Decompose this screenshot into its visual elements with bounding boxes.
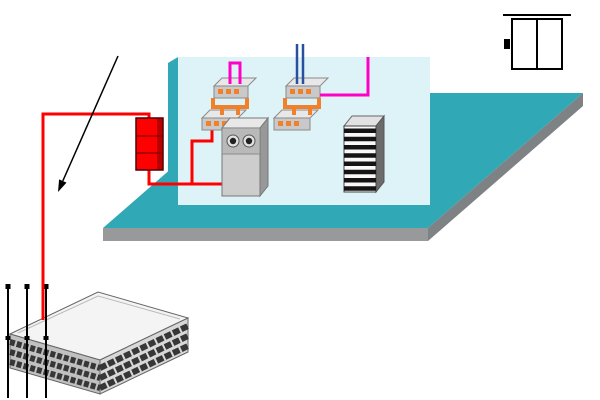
modem-port xyxy=(306,89,311,94)
modem-port xyxy=(226,89,231,94)
pole-bracket xyxy=(24,336,30,340)
building-roof-parapet-line xyxy=(17,295,181,334)
tower-stripe xyxy=(344,128,376,133)
red-cable-box-to-modems xyxy=(147,127,214,186)
window-band xyxy=(98,343,190,391)
pole-cap xyxy=(5,284,11,289)
pole-bracket xyxy=(43,336,49,340)
pole-bracket xyxy=(5,336,11,340)
modem-port xyxy=(286,121,291,126)
modem-port xyxy=(278,121,283,126)
tower-stripe xyxy=(344,136,376,142)
window-band xyxy=(9,359,101,391)
cabinet-dial-right-knob xyxy=(245,137,253,145)
magenta-riser-cable xyxy=(320,57,370,97)
tower-stripe xyxy=(344,169,376,175)
orange-connector-pipes xyxy=(283,98,321,115)
window-band xyxy=(98,333,190,381)
orange-pipe xyxy=(211,98,249,109)
elevator-icon xyxy=(503,14,571,70)
blue-riser-cables xyxy=(295,44,305,84)
annotation-arrow xyxy=(58,55,119,192)
pole-cap xyxy=(24,284,30,289)
cabinet-side-face xyxy=(259,116,269,198)
modem-port xyxy=(218,89,223,94)
floor-front-face xyxy=(103,228,428,241)
tower-stripe xyxy=(344,153,376,158)
antenna-poles xyxy=(5,284,49,398)
office-building xyxy=(5,284,190,398)
modem-port xyxy=(206,121,211,126)
magenta-cables xyxy=(228,57,370,97)
modem-port xyxy=(298,89,303,94)
tower-stripe xyxy=(344,186,376,191)
tower-stripe xyxy=(344,178,376,183)
modem-cluster-right xyxy=(272,77,330,131)
modem-top-face xyxy=(284,77,330,87)
tower-side-face xyxy=(375,114,385,194)
modem-port xyxy=(214,121,219,126)
modem-port xyxy=(222,121,227,126)
elevator-call-button xyxy=(504,39,510,49)
arrow-shaft xyxy=(62,55,119,182)
modem-port xyxy=(290,89,295,94)
window-band xyxy=(9,339,101,371)
power-box-shade xyxy=(157,119,162,169)
modem-top-face xyxy=(212,77,258,87)
building-window-bands xyxy=(9,323,190,391)
tower-stripe xyxy=(344,161,376,166)
modem-port xyxy=(234,89,239,94)
striped-server-tower xyxy=(342,114,386,194)
magenta-loop-cable xyxy=(228,61,242,84)
arrow-head xyxy=(58,179,67,192)
modem-port xyxy=(294,121,299,126)
cabinet-dial-left-knob xyxy=(229,137,237,145)
orange-pipe xyxy=(283,98,321,109)
tower-stripes xyxy=(344,128,376,191)
pole-cap xyxy=(43,284,49,289)
wall-edge-strip xyxy=(168,57,178,212)
tower-stripe xyxy=(344,145,376,150)
wall-mounted-power-box xyxy=(135,117,164,171)
orange-connector-pipes xyxy=(211,98,249,115)
window-band xyxy=(9,349,101,381)
window-band xyxy=(98,323,190,371)
control-cabinet xyxy=(220,116,270,198)
floor-right-face xyxy=(428,93,583,241)
